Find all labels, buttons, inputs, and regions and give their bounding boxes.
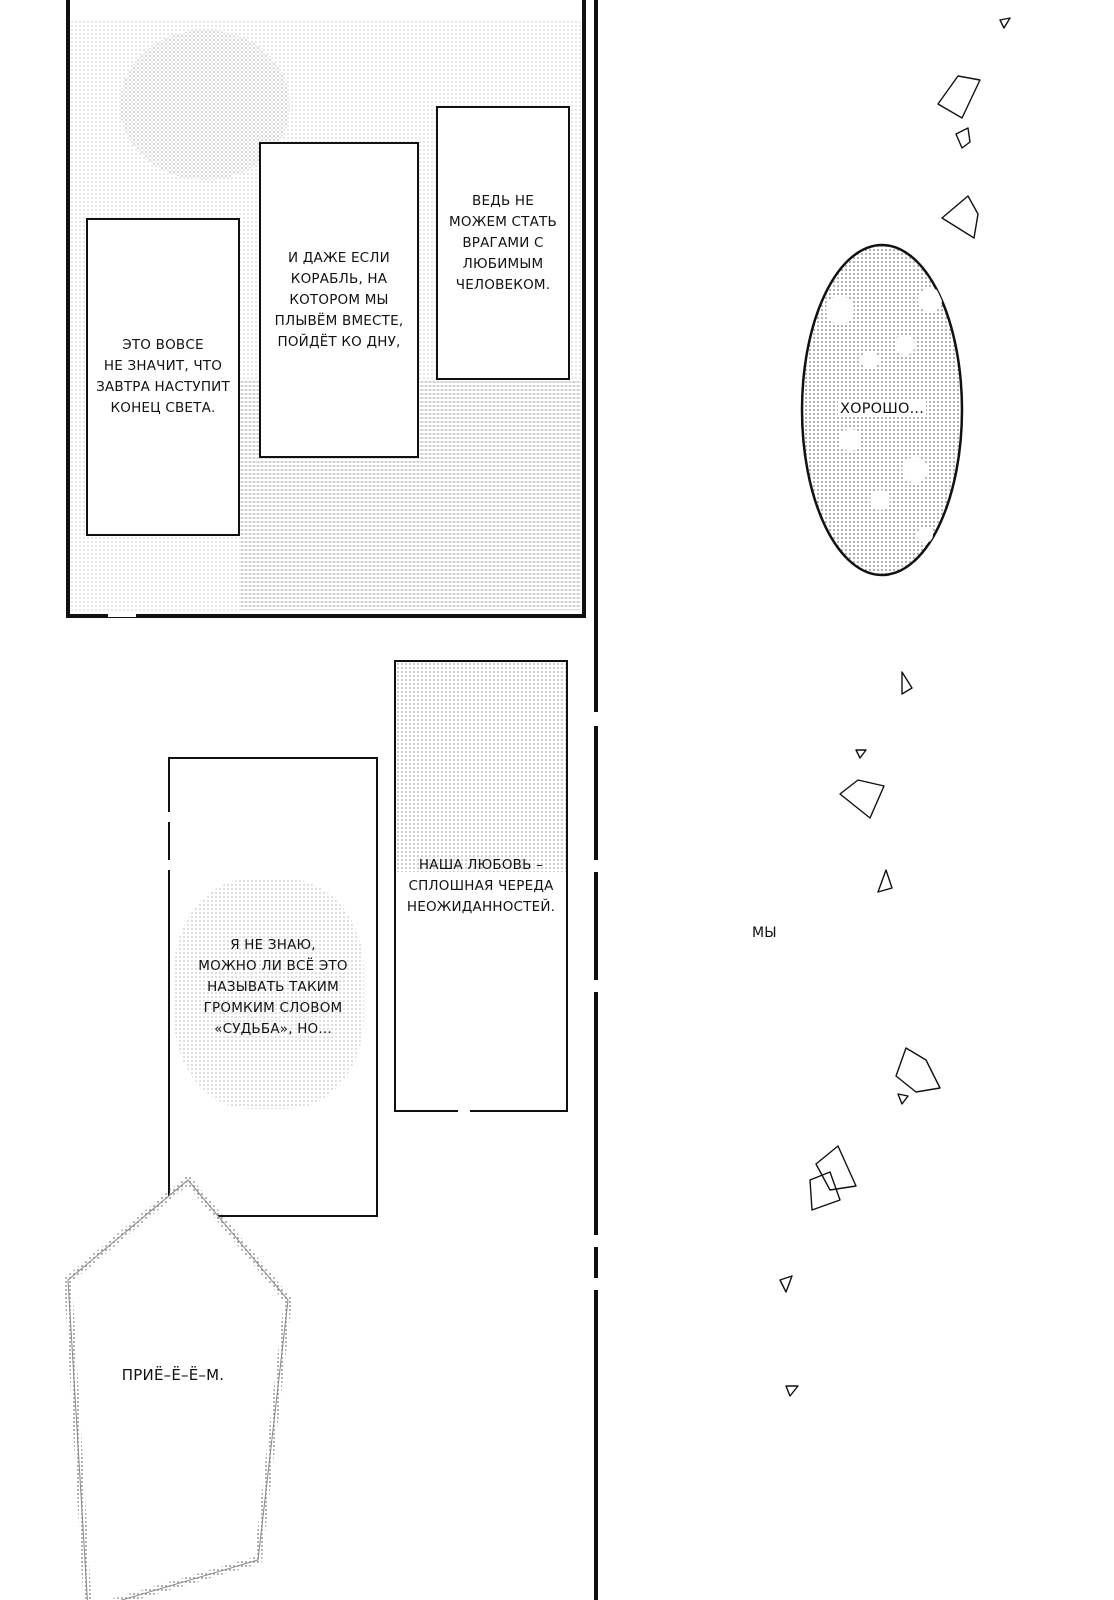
gutter-vertical-line	[594, 0, 598, 1600]
panel-gap-dash	[108, 612, 136, 617]
caption-text: НАША ЛЮБОВЬ – СПЛОШНАЯ ЧЕРЕДА НЕОЖИДАННО…	[406, 856, 556, 915]
caption-text: И ДАЖЕ ЕСЛИ КОРАБЛЬ, НА КОТОРОМ МЫ ПЛЫВЁ…	[274, 249, 404, 350]
shard-icon	[897, 1093, 909, 1105]
caption-lyubov: НАША ЛЮБОВЬ – СПЛОШНАЯ ЧЕРЕДА НЕОЖИДАННО…	[394, 660, 568, 1112]
caption-text: ВЕДЬ НЕ МОЖЕМ СТАТЬ ВРАГАМИ С ЛЮБИМЫМ ЧЕ…	[449, 192, 557, 293]
shard-icon	[895, 1047, 941, 1093]
bubble-horosho-text: ХОРОШО...	[837, 401, 927, 417]
shard-icon	[941, 195, 979, 239]
shard-icon	[955, 127, 971, 149]
shard-icon	[839, 779, 885, 819]
gutter-line-break	[592, 1278, 600, 1290]
gutter-line-break	[592, 980, 600, 992]
caption-tone	[396, 662, 566, 872]
caption-tone-cloud	[174, 879, 364, 1109]
shard-icon	[937, 75, 981, 119]
shard-icon	[877, 869, 893, 893]
top-left-panel-frame	[66, 0, 586, 618]
caption-text: ЭТО ВОВСЕ НЕ ЗНАЧИТ, ЧТО ЗАВТРА НАСТУПИТ…	[96, 337, 230, 416]
caption-korabl: И ДАЖЕ ЕСЛИ КОРАБЛЬ, НА КОТОРОМ МЫ ПЛЫВЁ…	[259, 142, 419, 458]
floating-text-my: МЫ	[752, 925, 777, 941]
shard-icon	[809, 1171, 841, 1211]
caption-sudba: Я НЕ ЗНАЮ, МОЖНО ЛИ ВСЁ ЭТО НАЗЫВАТЬ ТАК…	[168, 757, 378, 1217]
oval-bubble-text-wrap: ХОРОШО...	[832, 398, 932, 420]
gutter-line-break	[592, 712, 600, 726]
caption-sudba-dash-gap	[164, 860, 172, 870]
floating-text-my-wrap: МЫ	[752, 922, 777, 944]
caption-sudba-dash-gap	[164, 812, 172, 822]
gutter-line-break	[592, 1235, 600, 1247]
shard-icon	[815, 1145, 857, 1191]
caption-lyubov-dash-gap	[458, 1106, 470, 1114]
shard-icon	[999, 17, 1011, 29]
shard-icon	[855, 749, 867, 759]
shard-icon	[901, 671, 913, 695]
caption-text: Я НЕ ЗНАЮ, МОЖНО ЛИ ВСЁ ЭТО НАЗЫВАТЬ ТАК…	[198, 936, 348, 1037]
gutter-line-break	[592, 860, 600, 872]
bubble-priem-text: ПРИЁ–Ё–Ё–М.	[121, 1366, 225, 1384]
caption-konec-sveta: ЭТО ВОВСЕ НЕ ЗНАЧИТ, ЧТО ЗАВТРА НАСТУПИТ…	[86, 218, 240, 536]
caption-vragami: ВЕДЬ НЕ МОЖЕМ СТАТЬ ВРАГАМИ С ЛЮБИМЫМ ЧЕ…	[436, 106, 570, 380]
hexagon-bubble-text-wrap: ПРИЁ–Ё–Ё–М.	[108, 1365, 238, 1386]
shard-icon	[785, 1385, 799, 1397]
shard-icon	[779, 1275, 793, 1293]
